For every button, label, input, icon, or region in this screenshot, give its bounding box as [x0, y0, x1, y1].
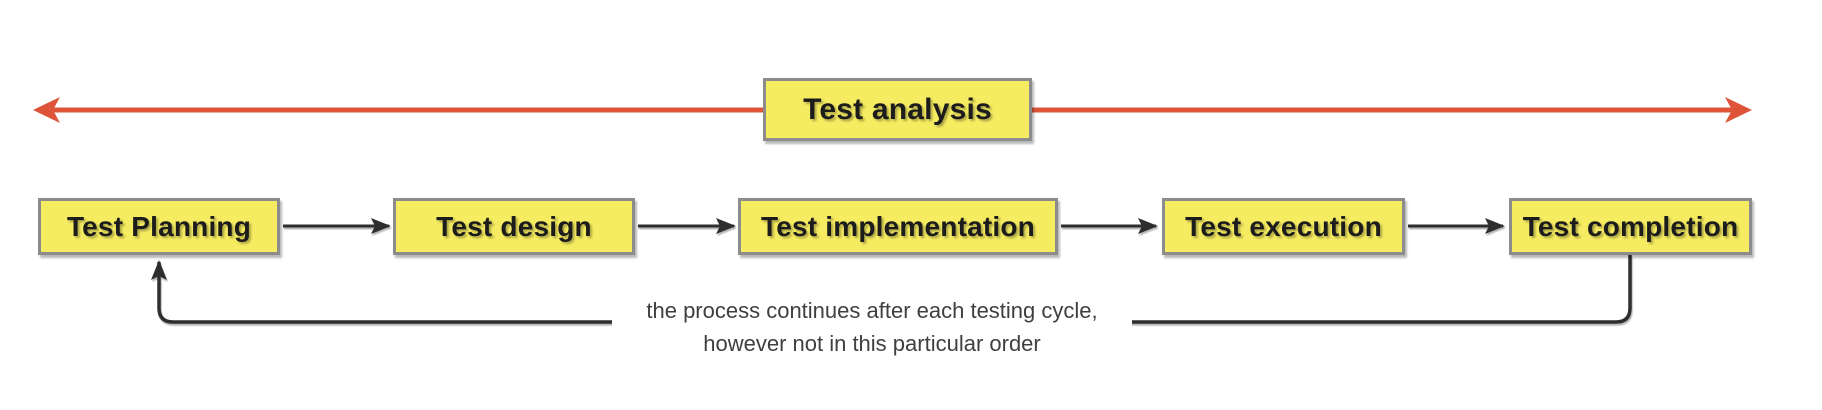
- node-test-completion: Test completion: [1509, 198, 1752, 255]
- node-test-execution: Test execution: [1162, 198, 1405, 255]
- node-test-design: Test design: [393, 198, 635, 255]
- node-test-design-label: Test design: [436, 210, 592, 242]
- loop-annotation-line1: the process continues after each testing…: [646, 298, 1098, 323]
- loop-annotation: the process continues after each testing…: [612, 294, 1132, 360]
- loop-annotation-line2: however not in this particular order: [703, 331, 1041, 356]
- node-test-execution-label: Test execution: [1185, 210, 1382, 242]
- node-test-implementation-label: Test implementation: [761, 210, 1035, 242]
- span-arrow-left-head-icon: [33, 97, 60, 123]
- node-test-planning: Test Planning: [38, 198, 280, 255]
- node-test-analysis: Test analysis: [763, 78, 1032, 141]
- span-arrow-right-head-icon: [1725, 97, 1752, 123]
- node-test-implementation: Test implementation: [738, 198, 1058, 255]
- node-test-planning-label: Test Planning: [66, 210, 252, 242]
- node-test-completion-label: Test completion: [1522, 210, 1739, 242]
- node-test-analysis-label: Test analysis: [803, 92, 992, 126]
